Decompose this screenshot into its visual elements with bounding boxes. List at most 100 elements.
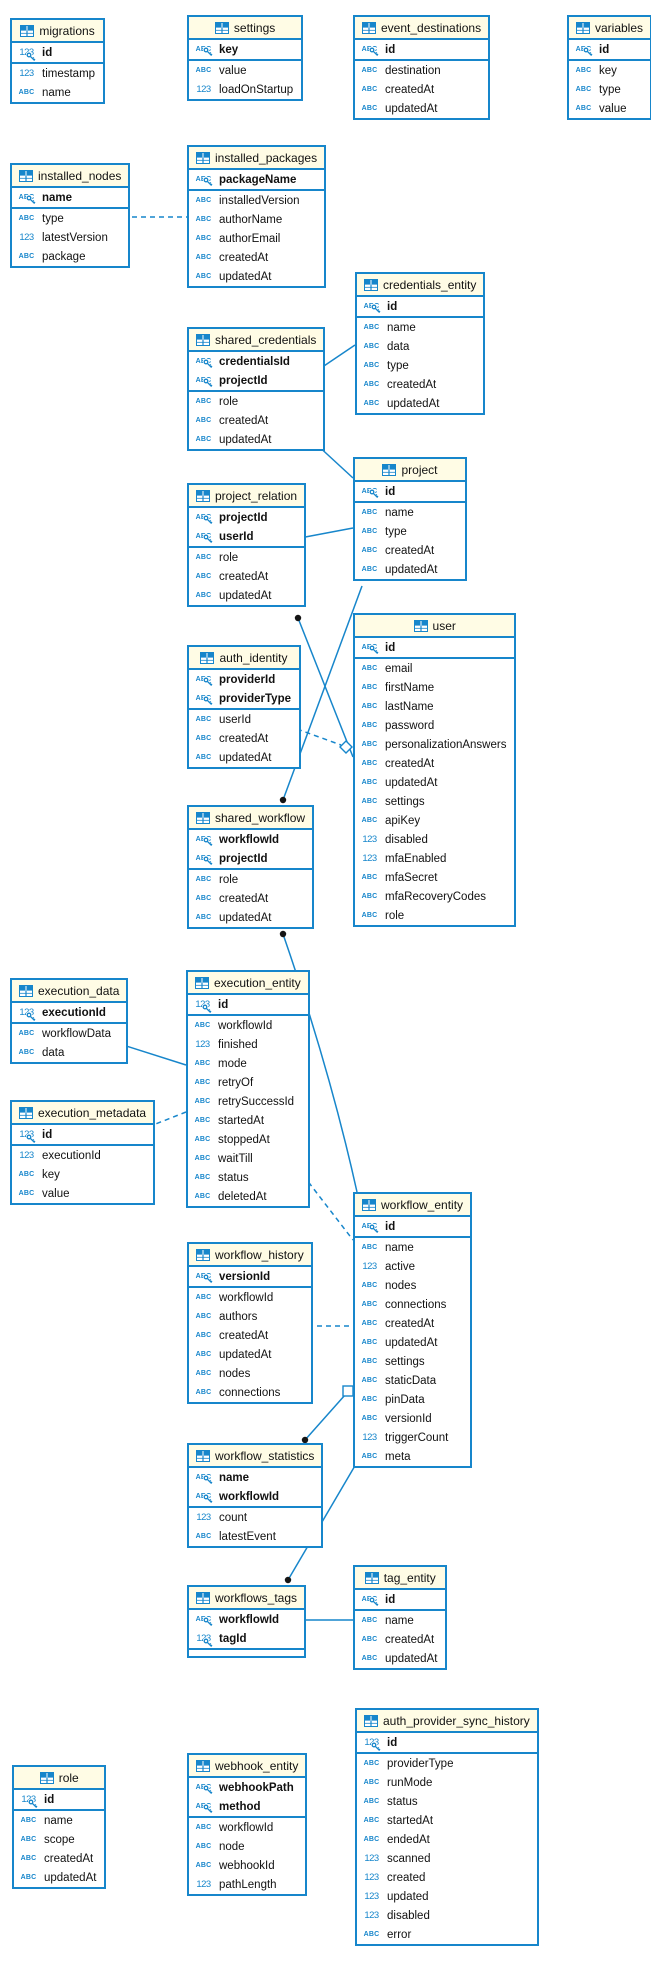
- table-header[interactable]: shared_credentials: [189, 329, 324, 352]
- table-header[interactable]: webhook_entity: [189, 1755, 306, 1778]
- table-header[interactable]: workflow_history: [189, 1244, 311, 1267]
- table-header[interactable]: role: [14, 1767, 105, 1790]
- relation-project_relation-project[interactable]: [299, 527, 354, 539]
- table-header[interactable]: auth_identity: [189, 647, 299, 670]
- table-header[interactable]: tag_entity: [355, 1567, 446, 1590]
- table-header[interactable]: user: [355, 615, 515, 638]
- relation-execution_data-execution_entity[interactable]: [122, 1044, 187, 1066]
- relation-execution_entity-workflow_entity[interactable]: [302, 1174, 354, 1241]
- table-header[interactable]: execution_metadata: [12, 1102, 154, 1125]
- table-header[interactable]: project_relation: [189, 485, 305, 508]
- table-header[interactable]: execution_data: [12, 980, 127, 1003]
- relation-workflow_statistics-workflow_entity[interactable]: [304, 1394, 346, 1441]
- table-header[interactable]: settings: [189, 17, 302, 40]
- table-header[interactable]: installed_nodes: [12, 165, 129, 188]
